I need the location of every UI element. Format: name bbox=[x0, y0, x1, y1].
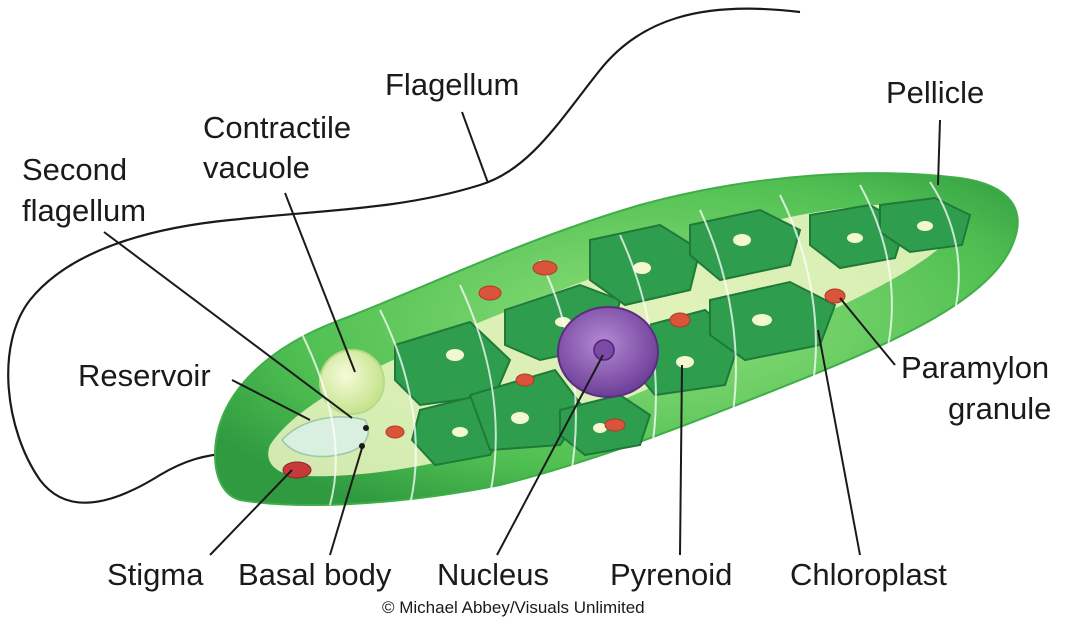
label-pellicle: Pellicle bbox=[886, 75, 984, 110]
image-credit: © Michael Abbey/Visuals Unlimited bbox=[382, 598, 645, 617]
label-stigma: Stigma bbox=[107, 557, 204, 592]
label-flagellum: Flagellum bbox=[385, 67, 519, 102]
label-basal-body: Basal body bbox=[238, 557, 392, 592]
nucleolus bbox=[594, 340, 614, 360]
label-nucleus: Nucleus bbox=[437, 557, 549, 592]
basal-body bbox=[363, 425, 369, 431]
label-chloroplast: Chloroplast bbox=[790, 557, 947, 592]
label-paramylon-line1: Paramylon bbox=[901, 350, 1049, 385]
label-contractile-vacuole-line1: Contractile bbox=[203, 110, 351, 145]
label-reservoir: Reservoir bbox=[78, 358, 211, 393]
label-second-flagellum-line2: flagellum bbox=[22, 193, 146, 228]
label-contractile-vacuole-line2: vacuole bbox=[203, 150, 310, 185]
label-paramylon-line2: granule bbox=[948, 391, 1051, 426]
label-second-flagellum-line1: Second bbox=[22, 152, 127, 187]
label-pyrenoid: Pyrenoid bbox=[610, 557, 732, 592]
contractile-vacuole bbox=[320, 350, 384, 414]
